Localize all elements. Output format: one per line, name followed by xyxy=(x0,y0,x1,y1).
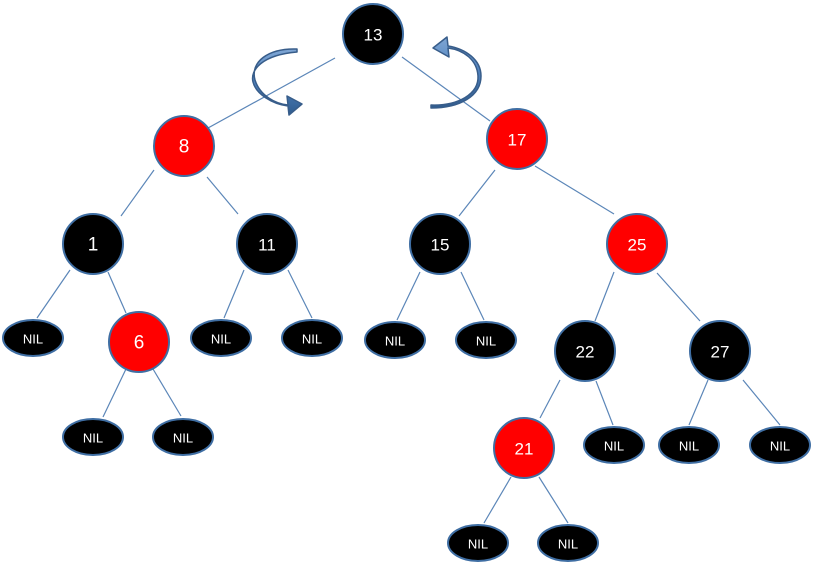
tree-node-22: 22 xyxy=(554,320,616,382)
edge-n27-nil12 xyxy=(742,379,781,426)
nil-label: NIL xyxy=(211,332,231,347)
nil-leaf: NIL xyxy=(281,319,343,357)
edge-n27-nil11 xyxy=(688,379,709,426)
node-label: 8 xyxy=(179,137,190,158)
edge-n1-n6 xyxy=(107,271,127,314)
edge-n25-n22 xyxy=(594,271,615,322)
node-circle xyxy=(342,3,404,65)
edge-n15-nil6 xyxy=(396,271,421,321)
edges-layer xyxy=(36,56,781,524)
edge-n8-n1 xyxy=(120,169,155,217)
nil-ellipse xyxy=(364,321,426,359)
nil-label: NIL xyxy=(604,439,624,454)
edge-n21-nil10 xyxy=(538,476,569,524)
node-label: 22 xyxy=(576,343,595,362)
node-circle xyxy=(689,320,751,382)
nil-leaf: NIL xyxy=(2,319,64,357)
nil-leaf: NIL xyxy=(62,418,124,456)
tree-node-25: 25 xyxy=(606,213,668,275)
edge-n6-nil2 xyxy=(102,368,127,418)
node-circle xyxy=(409,213,471,275)
nil-label: NIL xyxy=(385,334,405,349)
nil-ellipse xyxy=(152,418,214,456)
edge-n11-nil5 xyxy=(287,269,313,319)
node-label: 21 xyxy=(515,440,534,459)
nil-ellipse xyxy=(583,426,645,464)
tree-node-6: 6 xyxy=(108,311,170,373)
edge-n1-nil1 xyxy=(36,269,71,319)
node-circle xyxy=(108,311,170,373)
nil-label: NIL xyxy=(23,332,43,347)
nil-ellipse xyxy=(190,319,252,357)
nil-leaf: NIL xyxy=(658,426,720,464)
node-circle xyxy=(493,417,555,479)
node-label: 25 xyxy=(628,236,647,255)
tree-node-1: 1 xyxy=(62,213,124,275)
tree-node-21: 21 xyxy=(493,417,555,479)
nil-leaf: NIL xyxy=(364,321,426,359)
rotate-left-arrow xyxy=(251,48,303,116)
node-label: 27 xyxy=(711,343,730,362)
nil-leaf: NIL xyxy=(455,321,517,359)
edge-n13-n17 xyxy=(401,56,491,122)
rotation-arrows xyxy=(251,36,482,116)
tree-node-15: 15 xyxy=(409,213,471,275)
nil-ellipse xyxy=(62,418,124,456)
edge-n13-n8 xyxy=(207,57,336,129)
tree-node-17: 17 xyxy=(486,108,548,170)
edge-n6-nil3 xyxy=(152,368,182,417)
nil-label: NIL xyxy=(558,537,578,552)
tree-node-13: 13 xyxy=(342,3,404,65)
rotate-right-arrow xyxy=(430,36,482,109)
node-label: 15 xyxy=(431,236,450,255)
node-circle xyxy=(554,320,616,382)
node-circle xyxy=(486,108,548,170)
nil-label: NIL xyxy=(302,332,322,347)
nil-leaf: NIL xyxy=(190,319,252,357)
nil-ellipse xyxy=(455,321,517,359)
nil-ellipse xyxy=(658,426,720,464)
nil-leaf: NIL xyxy=(537,524,599,562)
node-label: 11 xyxy=(258,236,276,255)
node-circle xyxy=(153,115,215,177)
tree-node-8: 8 xyxy=(153,115,215,177)
node-label: 17 xyxy=(508,131,527,150)
nil-label: NIL xyxy=(468,537,488,552)
nil-leaf: NIL xyxy=(152,418,214,456)
edge-n8-n11 xyxy=(206,176,239,215)
node-circle xyxy=(606,213,668,275)
edge-n21-nil9 xyxy=(483,476,512,524)
edge-n25-n27 xyxy=(656,272,701,322)
edge-n22-n21 xyxy=(539,379,561,419)
node-label: 13 xyxy=(364,26,383,45)
edge-n17-n15 xyxy=(458,169,496,217)
nil-label: NIL xyxy=(83,431,103,446)
node-label: 1 xyxy=(88,235,99,256)
edge-n22-nil8 xyxy=(595,380,614,426)
nil-ellipse xyxy=(281,319,343,357)
nil-label: NIL xyxy=(476,334,496,349)
nil-ellipse xyxy=(537,524,599,562)
edge-n15-nil7 xyxy=(460,271,485,321)
edge-n17-n25 xyxy=(534,165,615,215)
nil-leaf: NIL xyxy=(749,426,811,464)
nil-label: NIL xyxy=(770,439,790,454)
node-circle xyxy=(236,213,298,275)
nil-label: NIL xyxy=(679,439,699,454)
nil-label: NIL xyxy=(173,431,193,446)
nil-leaf: NIL xyxy=(447,524,509,562)
nil-ellipse xyxy=(2,319,64,357)
node-label: 6 xyxy=(134,333,145,354)
tree-node-11: 11 xyxy=(236,213,298,275)
node-circle xyxy=(62,213,124,275)
edge-n11-nil4 xyxy=(223,269,245,319)
nil-leaf: NIL xyxy=(583,426,645,464)
nil-ellipse xyxy=(749,426,811,464)
nil-ellipse xyxy=(447,524,509,562)
tree-node-27: 27 xyxy=(689,320,751,382)
